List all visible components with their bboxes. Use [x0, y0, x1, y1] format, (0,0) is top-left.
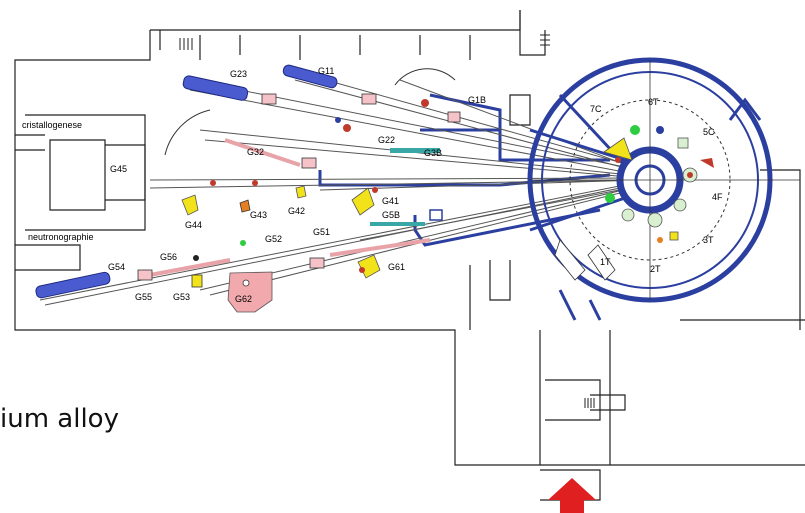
room-label-g45: G45	[110, 164, 127, 174]
building-walls	[14, 10, 805, 501]
room-label-neutronographie: neutronographie	[28, 232, 94, 242]
instrument-label-g54: G54	[108, 262, 125, 272]
room-label-cristallogenese: cristallogenese	[22, 120, 82, 130]
instrument-label-g3b: G3B	[424, 148, 442, 158]
channel-label-4f: 4F	[712, 192, 723, 202]
instruments	[181, 99, 440, 313]
channel-label-6t: 6T	[648, 97, 659, 107]
instrument-label-g55: G55	[135, 292, 152, 302]
instrument-label-g41: G41	[382, 196, 399, 206]
reactor-hall	[527, 57, 800, 321]
instrument-label-g53: G53	[173, 292, 190, 302]
instrument-label-g44: G44	[185, 220, 202, 230]
instrument-label-g1b: G1B	[468, 95, 486, 105]
instrument-label-g32: G32	[247, 147, 264, 157]
slide-caption-fragment: ium alloy	[0, 404, 119, 434]
channel-label-1t: 1T	[600, 257, 611, 267]
instrument-label-g43: G43	[250, 210, 267, 220]
instrument-label-g52: G52	[265, 234, 282, 244]
instrument-label-g62: G62	[235, 294, 252, 304]
detector-arcs	[164, 68, 456, 156]
blue-guide-tubes	[35, 64, 338, 299]
channel-label-5c: 5C	[703, 127, 715, 137]
pink-guide-segments	[149, 138, 431, 277]
guide-hall-outlines	[318, 93, 611, 247]
channel-label-2t: 2T	[650, 264, 661, 274]
channel-label-3t: 3T	[703, 235, 714, 245]
instrument-label-g5b: G5B	[382, 210, 400, 220]
beam-components	[137, 93, 461, 281]
staircase-marks	[179, 34, 595, 408]
instrument-label-g42: G42	[288, 206, 305, 216]
channel-label-7c: 7C	[590, 104, 602, 114]
instrument-label-g11: G11	[318, 66, 334, 76]
instrument-label-g51: G51	[313, 227, 330, 237]
instrument-label-g23: G23	[230, 69, 247, 79]
beam-lines	[39, 69, 641, 306]
instrument-label-g56: G56	[160, 252, 177, 262]
instrument-label-g61: G61	[388, 262, 405, 272]
arrow-up-icon	[548, 478, 596, 513]
instrument-label-g22: G22	[378, 135, 395, 145]
